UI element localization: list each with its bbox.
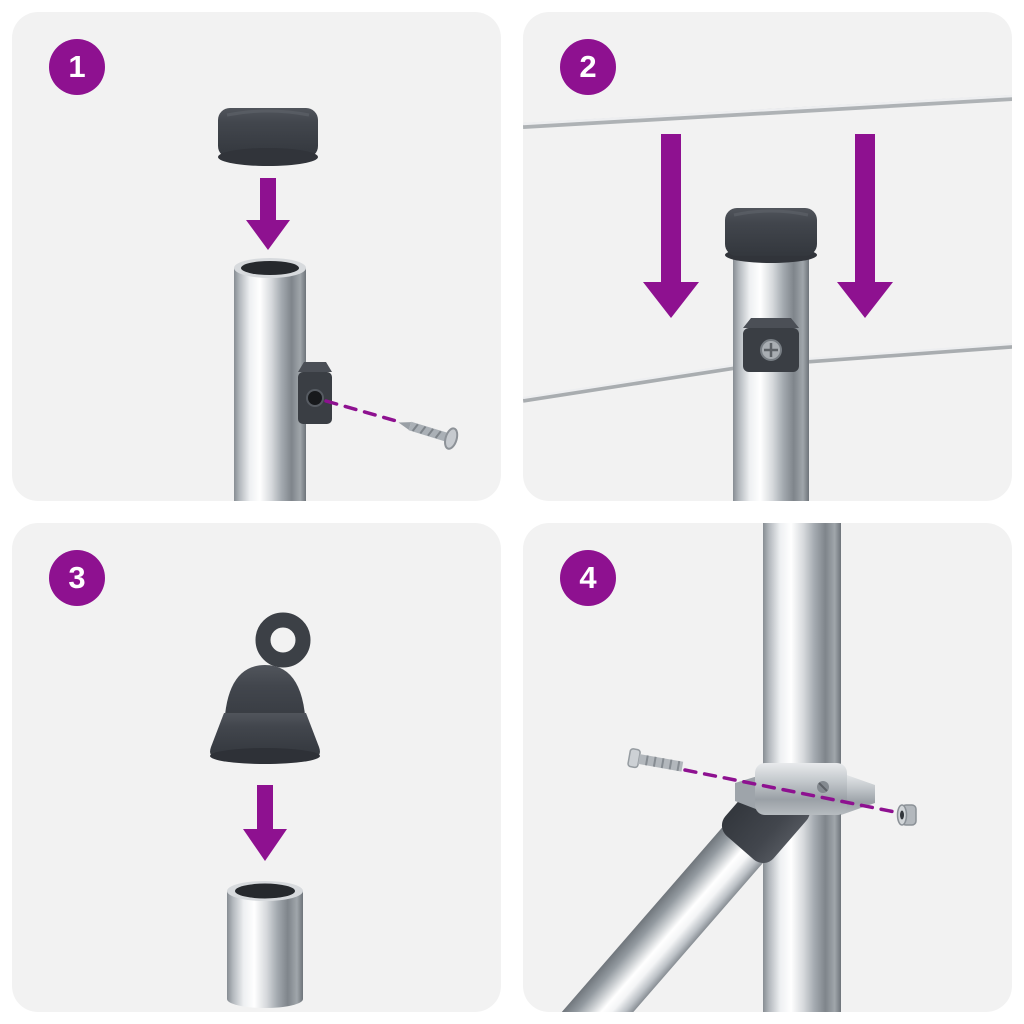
tension-wire-top: [523, 94, 1012, 129]
step-panel-1: 1: [12, 12, 501, 501]
wire-clip-bracket: [298, 362, 332, 424]
step-3-illustration: [210, 612, 320, 1008]
step-badge-4: 4: [560, 550, 616, 606]
step-number-1: 1: [68, 49, 86, 84]
down-arrow-icon: [243, 785, 287, 861]
steel-tube: [227, 881, 303, 1008]
dashed-guide-line: [324, 399, 402, 424]
brace-clamp-icon: [735, 763, 875, 815]
step-panel-4: 4: [523, 523, 1012, 1012]
step-1-illustration: [218, 108, 459, 501]
down-arrow-icon: [246, 178, 290, 250]
post-cap-icon: [218, 108, 318, 166]
dashed-guide-line: [683, 768, 897, 814]
eyelet-cap-icon: [210, 612, 320, 764]
step-number-3: 3: [68, 560, 86, 595]
step-panel-3: 3: [12, 523, 501, 1012]
wire-clip-bracket: [743, 318, 799, 372]
down-arrow-icon: [837, 134, 893, 318]
bolt-icon: [627, 748, 684, 772]
capped-steel-post: [725, 208, 817, 501]
step-number-4: 4: [579, 560, 597, 595]
step-badge-1: 1: [49, 39, 105, 95]
step-number-2: 2: [579, 49, 597, 84]
screw-icon: [398, 421, 459, 450]
step-panel-2: 2: [523, 12, 1012, 501]
tension-wire-threaded: [523, 342, 1012, 403]
step-2-illustration: [523, 94, 1012, 501]
steel-post: [234, 258, 306, 501]
step-4-illustration: [541, 523, 917, 1012]
nut-icon: [896, 804, 917, 826]
step-badge-3: 3: [49, 550, 105, 606]
down-arrow-icon: [643, 134, 699, 318]
screw-head-icon: [760, 339, 782, 361]
step-badge-2: 2: [560, 39, 616, 95]
